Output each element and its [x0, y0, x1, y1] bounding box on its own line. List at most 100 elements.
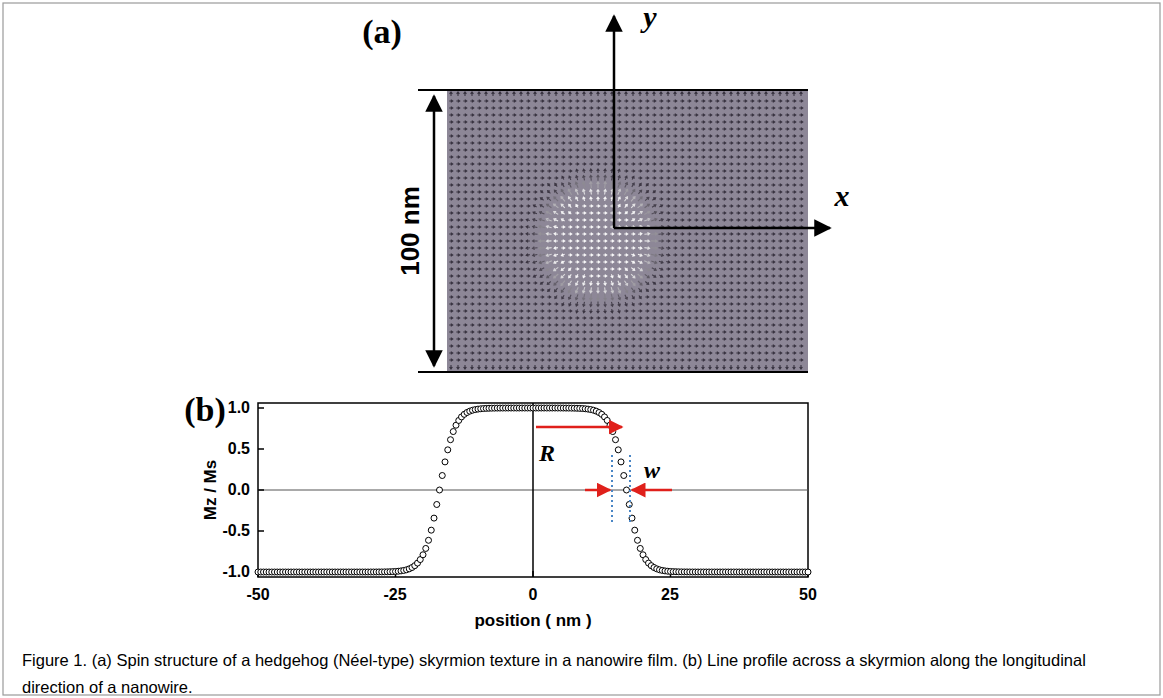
- spin-arrow: [785, 170, 789, 173]
- spin-arrow: [792, 317, 796, 320]
- spin-arrow: [638, 324, 642, 327]
- spin-arrow: [512, 352, 516, 355]
- spin-arrow: [708, 219, 712, 222]
- spin-arrow: [736, 156, 740, 159]
- spin-arrow: [764, 163, 768, 166]
- spin-arrow: [540, 352, 544, 355]
- spin-arrow: [736, 177, 740, 180]
- spin-arrow: [519, 359, 523, 362]
- spin-arrow: [708, 303, 712, 306]
- spin-arrow: [512, 198, 516, 201]
- spin-arrow: [477, 359, 481, 362]
- spin-arrow: [449, 226, 453, 229]
- spin-arrow: [625, 176, 628, 180]
- spin-arrow: [505, 156, 509, 159]
- spin-arrow: [799, 352, 803, 355]
- spin-arrow: [589, 254, 593, 257]
- spin-arrow: [667, 92, 670, 96]
- spin-arrow: [583, 197, 586, 201]
- spin-arrow: [666, 177, 670, 180]
- spin-arrow: [519, 247, 523, 250]
- spin-arrow: [757, 247, 761, 250]
- spin-arrow: [687, 296, 691, 299]
- spin-arrow: [638, 310, 642, 313]
- spin-arrow: [631, 338, 635, 341]
- spin-arrow: [771, 331, 775, 334]
- spin-arrow: [590, 281, 593, 285]
- spin-arrow: [750, 149, 754, 152]
- spin-arrow: [778, 317, 782, 320]
- spin-arrow: [722, 191, 726, 194]
- spin-arrow: [618, 182, 621, 188]
- spin-arrow: [590, 169, 593, 173]
- spin-arrow: [666, 184, 670, 187]
- spin-arrow: [709, 92, 712, 96]
- spin-arrow: [547, 331, 551, 334]
- spin-arrow: [463, 219, 467, 222]
- spin-arrow: [701, 254, 705, 257]
- spin-arrow: [539, 218, 545, 221]
- spin-arrow: [708, 100, 712, 103]
- spin-arrow: [498, 345, 502, 348]
- spin-arrow: [561, 240, 565, 243]
- spin-arrow: [631, 142, 635, 145]
- spin-arrow: [715, 219, 719, 222]
- spin-arrow: [589, 352, 593, 355]
- spin-arrow: [568, 163, 572, 166]
- spin-arrow: [583, 309, 586, 313]
- spin-arrow: [484, 184, 488, 187]
- spin-arrow: [785, 275, 789, 278]
- spin-arrow: [694, 331, 698, 334]
- spin-arrow: [589, 135, 593, 138]
- spin-arrow: [597, 175, 600, 180]
- spin-arrow: [463, 254, 467, 257]
- spin-arrow: [470, 261, 474, 264]
- spin-arrow: [736, 282, 740, 285]
- spin-arrow: [512, 345, 516, 348]
- spin-arrow: [701, 303, 705, 306]
- spin-arrow: [547, 156, 551, 159]
- spin-arrow: [625, 302, 628, 306]
- spin-arrow: [771, 219, 775, 222]
- spin-arrow: [618, 302, 621, 306]
- spin-arrow: [547, 240, 552, 243]
- spin-arrow: [785, 149, 789, 152]
- spin-arrow: [666, 317, 670, 320]
- spin-arrow: [674, 92, 677, 96]
- spin-arrow: [505, 240, 509, 243]
- spin-arrow: [505, 317, 509, 320]
- spin-arrow: [772, 92, 775, 96]
- spin-arrow: [589, 100, 593, 103]
- spin-arrow: [519, 226, 523, 229]
- spin-arrow: [701, 121, 705, 124]
- spin-arrow: [463, 289, 467, 292]
- spin-arrow: [547, 121, 551, 124]
- spin-arrow: [624, 219, 628, 222]
- spin-arrow: [778, 268, 782, 271]
- spin-arrow: [519, 114, 523, 117]
- spin-arrow: [645, 282, 648, 285]
- spin-arrow: [764, 114, 768, 117]
- spin-arrow: [582, 261, 586, 264]
- spin-arrow: [729, 275, 733, 278]
- spin-arrow: [659, 107, 663, 110]
- spin-arrow: [491, 240, 495, 243]
- spin-arrow: [645, 156, 649, 159]
- spin-arrow: [463, 149, 467, 152]
- spin-arrow: [470, 128, 474, 131]
- spin-arrow: [470, 156, 474, 159]
- spin-arrow: [470, 163, 474, 166]
- spin-arrow: [568, 156, 572, 159]
- spin-arrow: [575, 331, 579, 334]
- spin-arrow: [785, 128, 789, 131]
- spin-arrow: [680, 254, 684, 257]
- spin-arrow: [449, 219, 453, 222]
- spin-arrow: [736, 296, 740, 299]
- spin-arrow: [694, 261, 698, 264]
- spin-arrow: [638, 156, 642, 159]
- spin-arrow: [512, 303, 516, 306]
- spin-arrow: [603, 359, 607, 362]
- spin-arrow: [575, 135, 579, 138]
- spin-arrow: [533, 114, 537, 117]
- spin-arrow: [519, 205, 523, 208]
